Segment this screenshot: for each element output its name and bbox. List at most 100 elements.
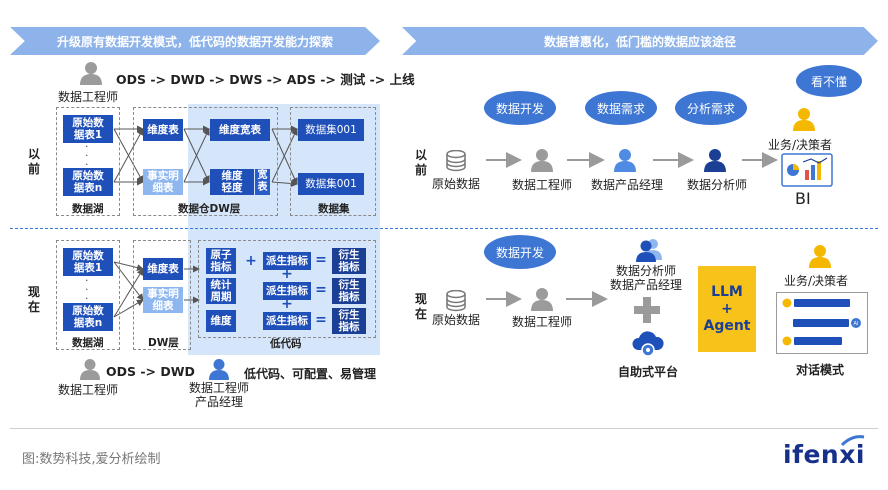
decision-label-top: 业务/决策者 xyxy=(768,138,833,152)
dataset-caption: 数据集 xyxy=(318,203,350,215)
engineer-avatar-top xyxy=(79,61,103,89)
bubble-data-demand: 数据需求 xyxy=(585,91,657,125)
dim-table-bottom: 维度表 xyxy=(143,258,183,280)
pm-avatar xyxy=(208,358,230,384)
person-icon xyxy=(809,245,831,268)
person-icon xyxy=(80,62,102,85)
person-icon xyxy=(793,108,815,131)
plus-sign-1: + xyxy=(245,253,257,269)
analyst-avatar-right-top xyxy=(703,148,727,176)
lowcode-box xyxy=(198,240,376,338)
dataset-bottom: 数据集001 xyxy=(298,173,364,195)
bubble-data-dev-bottom: 数据开发 xyxy=(484,235,556,269)
person-icon xyxy=(80,359,100,380)
dataset-box xyxy=(290,107,376,216)
stat-period: 统计周期 xyxy=(206,278,236,304)
pm-label-right-top: 数据产品经理 xyxy=(591,178,664,192)
dw-caption-top: 数据仓DW层 xyxy=(178,203,241,215)
people-group-icon xyxy=(636,239,662,262)
dw-caption-bottom: DW层 xyxy=(148,337,179,349)
raw-data-label-top: 原始数据 xyxy=(432,177,481,191)
analyst-label-right-top: 数据分析师 xyxy=(687,178,748,192)
dashboard-icon xyxy=(781,153,833,187)
dw-box-top xyxy=(133,107,278,216)
chat-bubbles-icon: AI xyxy=(782,298,861,346)
database-icon-top xyxy=(446,149,466,176)
fact-table-bottom: 事实明细表 xyxy=(143,287,183,313)
light-dim-table: 维度轻度 xyxy=(210,169,254,195)
bi-label: BI xyxy=(795,189,811,208)
pipeline-new: ODS -> DWD xyxy=(106,364,195,379)
bubble-analysis-demand: 分析需求 xyxy=(675,91,747,125)
engineer-avatar-right-bottom xyxy=(530,287,554,315)
data-lake-caption-top: 数据湖 xyxy=(72,203,104,215)
raw-data-label-bottom: 原始数据 xyxy=(432,313,481,327)
raw-table-n-top: 原始数据表n xyxy=(63,168,113,196)
logo-accent-icon xyxy=(840,432,866,451)
result-metric-2: 衍生指标 xyxy=(332,278,366,304)
plus-icon xyxy=(634,297,660,323)
derived-metric-2: 派生指标 xyxy=(263,282,311,300)
result-metric-1: 衍生指标 xyxy=(332,248,366,274)
atomic-metric: 原子指标 xyxy=(206,248,236,274)
left-banner-text: 升级原有数据开发模式，低代码的数据开发能力探索 xyxy=(56,34,333,49)
right-banner: 数据普惠化，低门槛的数据应该途径 xyxy=(402,27,878,55)
source-caption: 图:数势科技,爱分析绘制 xyxy=(22,452,161,467)
ifenxi-logo-text: ifenxi xyxy=(783,440,865,469)
engineer-label-top: 数据工程师 xyxy=(58,90,119,104)
dim-table-top: 维度表 xyxy=(143,119,183,141)
chat-mode-label: 对话模式 xyxy=(796,363,845,377)
raw-table-n-bottom: 原始数据表n xyxy=(63,303,113,331)
row-label-now-right: 现在 xyxy=(415,292,428,321)
bi-dashboard-icon xyxy=(781,153,833,191)
analyst-pm-label: 数据分析师 数据产品经理 xyxy=(610,264,683,292)
fact-table-top: 事实明细表 xyxy=(143,169,183,195)
ellipsis-dots-bottom: · · · xyxy=(85,274,89,305)
derived-metric-1: 派生指标 xyxy=(263,252,311,270)
data-lake-caption-bottom: 数据湖 xyxy=(72,337,104,349)
dimension: 维度 xyxy=(206,310,236,332)
database-icon xyxy=(446,289,466,312)
row-divider xyxy=(10,228,878,229)
data-lake-box-top xyxy=(56,107,120,216)
raw-table-1-bottom: 原始数据表1 xyxy=(63,248,113,276)
wide-table: 维度宽表 xyxy=(210,119,270,141)
row-label-before-left: 以前 xyxy=(28,147,41,176)
pipeline-old: ODS -> DWD -> DWS -> ADS -> 测试 -> 上线 xyxy=(116,72,415,87)
analyst-group-avatar xyxy=(636,238,662,266)
footer-divider xyxy=(10,428,878,429)
cloud-gear-icon xyxy=(632,331,664,357)
engineer-pm-label: 数据工程师 产品经理 xyxy=(189,381,250,409)
chat-window: AI xyxy=(776,292,868,354)
lowcode-slogan: 低代码、可配置、易管理 xyxy=(244,367,377,381)
engineer-label-right-bottom: 数据工程师 xyxy=(512,315,573,329)
bubble-data-dev-top: 数据开发 xyxy=(484,91,556,125)
result-metric-3: 衍生指标 xyxy=(332,308,366,334)
decision-avatar-top xyxy=(792,107,816,135)
dw-box-bottom xyxy=(133,240,191,350)
derived-metric-3: 派生指标 xyxy=(263,312,311,330)
llm-agent-box: LLM + Agent xyxy=(698,266,756,352)
pm-avatar-right-top xyxy=(613,148,637,176)
plus-sign-3: + xyxy=(281,296,293,312)
data-lake-box-bottom xyxy=(56,240,120,350)
person-icon xyxy=(614,149,636,172)
row-label-before-right: 以前 xyxy=(415,148,428,177)
person-icon xyxy=(704,149,726,172)
ifenxi-logo: ifenxi xyxy=(783,440,865,469)
decision-label-bottom: 业务/决策者 xyxy=(784,274,849,288)
cloud-platform-icon xyxy=(631,328,665,362)
plus-gray-icon xyxy=(633,296,661,328)
logo-swoosh-icon xyxy=(840,435,865,447)
wide-tag: 宽表 xyxy=(255,169,270,195)
raw-table-1-top: 原始数据表1 xyxy=(63,115,113,143)
left-banner: 升级原有数据开发模式，低代码的数据开发能力探索 xyxy=(10,27,380,55)
equals-sign-1: = xyxy=(315,252,327,268)
engineer-avatar-bottom xyxy=(79,358,101,384)
self-service-platform-label: 自助式平台 xyxy=(618,365,679,379)
plus-sign-2: + xyxy=(281,266,293,282)
engineer-avatar-right-top xyxy=(530,148,554,176)
decision-avatar-bottom xyxy=(808,244,832,272)
bubble-confused: 看不懂 xyxy=(796,65,862,97)
